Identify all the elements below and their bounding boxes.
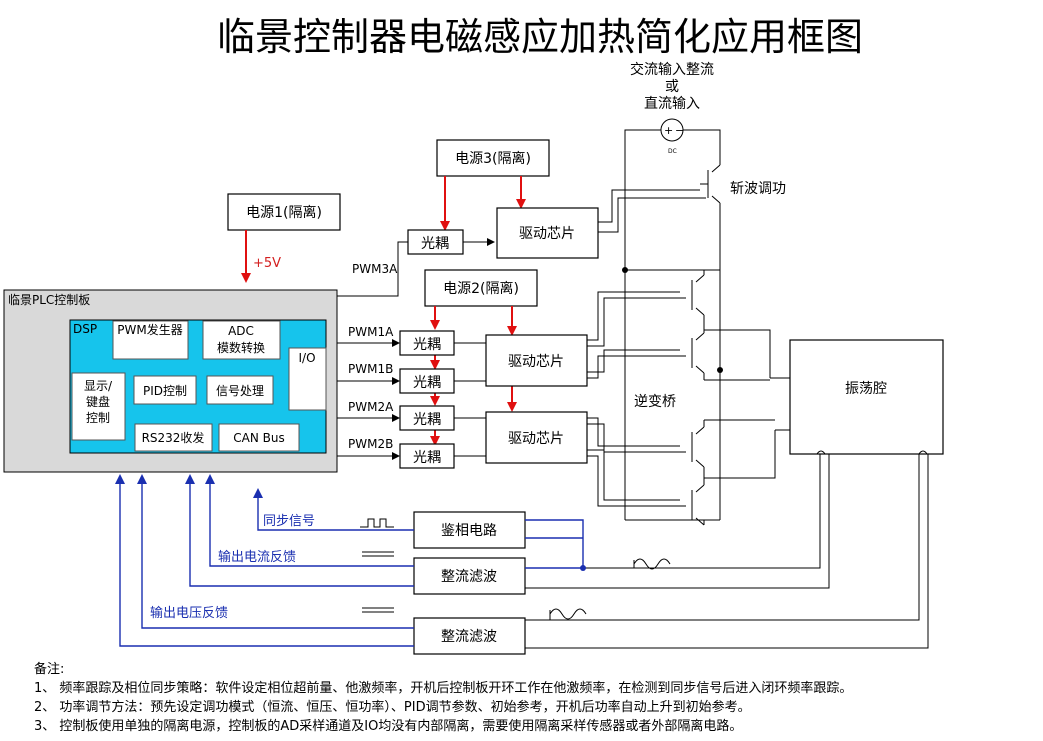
sine-wave-icon-2 <box>549 608 587 620</box>
pwm1b-label: PWM1B <box>348 362 393 376</box>
rectifier-filter-current-box <box>413 557 526 595</box>
driver-bridge2-box <box>485 411 588 464</box>
sensor-output-lines <box>415 454 929 649</box>
pwm1a-label: PWM1A <box>348 325 394 339</box>
plc-board-label: 临景PLC控制板 <box>8 293 90 307</box>
svg-text:−: − <box>675 124 684 137</box>
psu2-box <box>424 269 538 307</box>
svg-text:+: + <box>664 124 673 137</box>
current-feedback-line <box>205 474 414 567</box>
pid-label: PID控制 <box>143 384 187 398</box>
rectifier-filter-voltage-label: 整流滤波 <box>441 629 497 645</box>
sensor-coils-icon <box>816 450 928 455</box>
driver1-gate-lines <box>587 291 686 379</box>
pwm3a-line <box>337 241 408 297</box>
opto-pwm1a-label: 光耦 <box>413 337 441 353</box>
rs232-label: RS232收发 <box>142 430 205 445</box>
psu3-label: 电源3(隔离) <box>455 150 531 167</box>
display-label-3: 控制 <box>86 411 110 425</box>
source-label-1: 交流输入整流 <box>630 61 714 78</box>
source-label-3: 直流输入 <box>644 95 700 112</box>
pwm2a-label: PWM2A <box>348 400 394 414</box>
opto1-to-driver <box>454 342 486 382</box>
note-item: 3、 控制板使用单独的隔离电源，控制板的AD采样通道及IO均没有内部隔离，需要使… <box>34 719 743 734</box>
can-bus-label: CAN Bus <box>233 431 284 445</box>
psu1-box <box>227 193 341 231</box>
driver-bridge1-box <box>485 334 588 387</box>
notes-heading: 备注: <box>34 662 65 677</box>
dc-symbol-icon-2 <box>362 607 394 613</box>
adc-box <box>202 320 281 360</box>
display-label-1: 显示/ <box>84 379 113 393</box>
io-box <box>288 347 327 411</box>
driver-bridge2-label: 驱动芯片 <box>508 431 564 447</box>
signal-processing-label: 信号处理 <box>216 384 264 398</box>
opto-pwm3a-label: 光耦 <box>421 236 449 252</box>
current-feedback-label: 输出电流反馈 <box>218 549 296 565</box>
opto-pwm1a-box <box>399 330 455 356</box>
pwm3a-label: PWM3A <box>352 262 398 276</box>
psu3-box <box>436 139 550 177</box>
dc-label: DC <box>668 148 677 155</box>
opto-pwm1b-box <box>399 368 455 394</box>
psu2-label: 电源2(隔离) <box>443 280 519 297</box>
resonator-label: 振荡腔 <box>845 381 887 397</box>
opto-pwm2b-label: 光耦 <box>413 450 441 466</box>
sync-feedback-line <box>253 488 414 531</box>
notes: 备注: 1、 频率跟踪及相位同步策略：软件设定相位超前量、他激频率，开机后控制板… <box>34 660 1034 736</box>
pwm2b-label: PWM2B <box>348 437 393 451</box>
pwm-generator-label: PWM发生器 <box>117 322 182 337</box>
adc-label-1: ADC <box>228 324 254 338</box>
pid-box <box>133 375 197 405</box>
source-label-2: 或 <box>665 79 679 95</box>
voltage-feedback-return <box>115 474 414 647</box>
dc-source-icon: + − <box>660 118 684 142</box>
opto-pwm2a-label: 光耦 <box>413 412 441 428</box>
can-bus-box <box>218 423 300 452</box>
driver-bridge1-label: 驱动芯片 <box>508 354 564 370</box>
dsp-label: DSP <box>73 322 97 336</box>
driver2-gate-lines <box>587 417 686 507</box>
inverter-label: 逆变桥 <box>634 394 676 410</box>
adc-label-2: 模数转换 <box>217 340 265 355</box>
sine-wave-icon <box>633 558 671 570</box>
chopper-label: 斩波调功 <box>730 181 786 197</box>
diagram-title: 临景控制器电磁感应加热简化应用框图 <box>217 15 863 59</box>
driver-chopper-box <box>496 207 599 259</box>
dc-symbol-icon <box>362 551 394 557</box>
psu1-label: 电源1(隔离) <box>246 204 322 221</box>
signal-processing-box <box>206 375 274 405</box>
phase-detector-input-lines <box>525 519 584 569</box>
inverter-bridge <box>622 267 776 526</box>
pwm-generator-box <box>112 320 189 360</box>
opto2-to-driver <box>454 417 486 457</box>
opto-pwm2b-box <box>399 443 455 469</box>
neg-rail <box>624 129 661 520</box>
display-label-2: 键盘 <box>86 394 110 409</box>
voltage-feedback-label: 输出电压反馈 <box>150 605 228 621</box>
io-label: I/O <box>298 351 315 365</box>
display-box <box>71 372 126 441</box>
rs232-box <box>134 423 213 452</box>
plus5v-label: +5V <box>253 256 281 271</box>
phase-detector-label: 鉴相电路 <box>441 523 497 539</box>
chopper-transistor-icon <box>700 164 721 370</box>
current-feedback-return <box>185 474 414 587</box>
rectifier-filter-current-label: 整流滤波 <box>441 569 497 585</box>
sync-label: 同步信号 <box>263 514 315 529</box>
driver-chopper-gate-lines <box>598 189 706 233</box>
opto-pwm1b-label: 光耦 <box>413 375 441 391</box>
driver-chopper-label: 驱动芯片 <box>519 226 575 242</box>
voltage-feedback-line <box>137 474 414 629</box>
pos-rail <box>683 129 721 165</box>
bridge-to-resonator <box>770 377 790 431</box>
square-wave-icon <box>360 518 394 528</box>
phase-detector-box <box>413 511 526 549</box>
resonator-box <box>789 339 944 455</box>
note-item: 2、 功率调节方法：预先设定调功模式（恒流、恒压、恒功率）、PID调节参数、初始… <box>34 700 751 715</box>
rectifier-filter-voltage-box <box>413 617 526 655</box>
note-item: 1、 频率跟踪及相位同步策略：软件设定相位超前量、他激频率，开机后控制板开环工作… <box>34 681 853 696</box>
